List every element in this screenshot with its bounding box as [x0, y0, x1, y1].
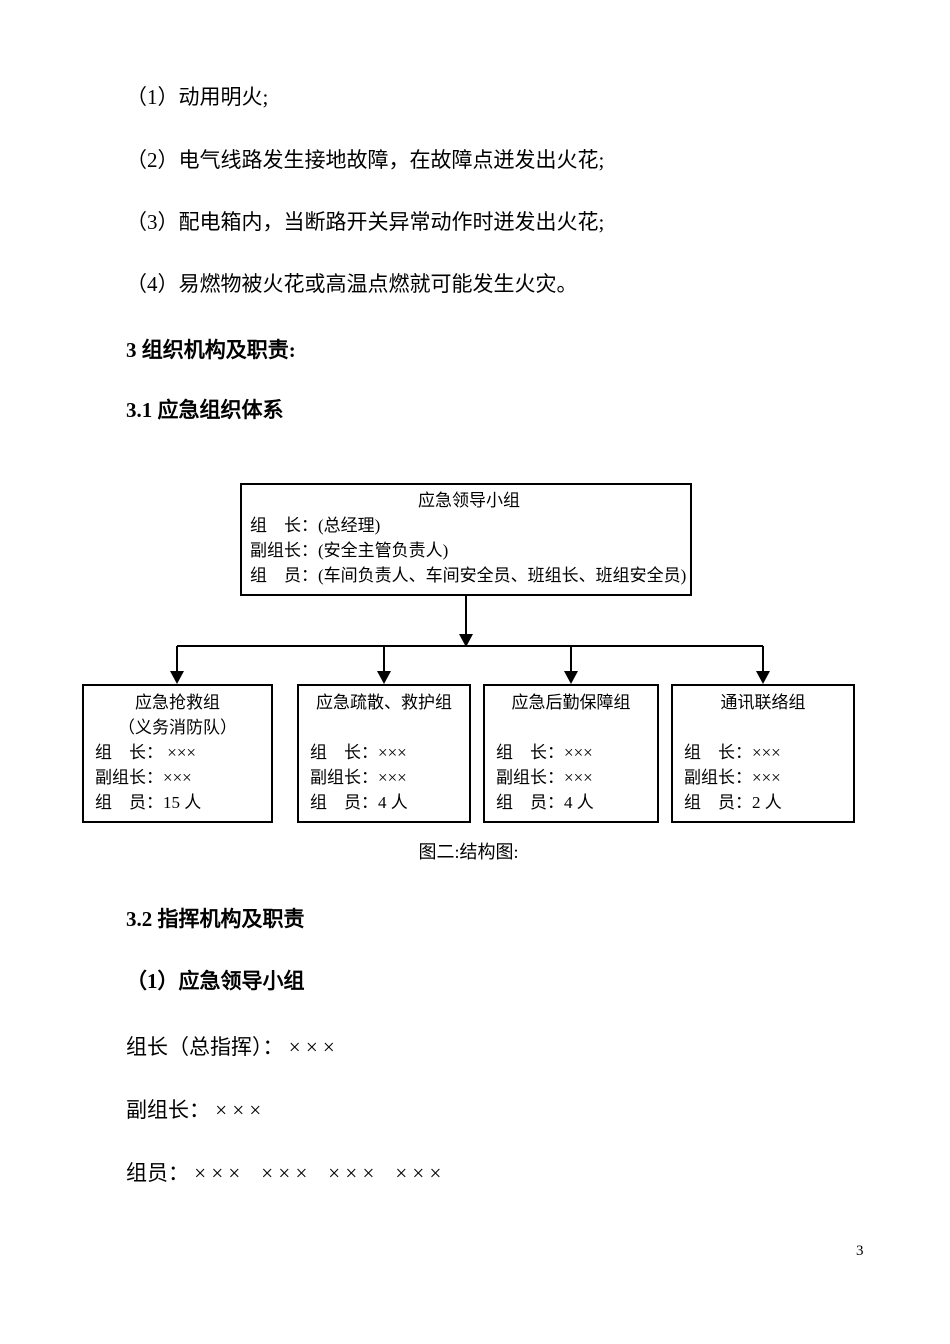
team-box-line-chief: 组 长： ×××	[95, 743, 197, 762]
team-box-subtitle	[485, 715, 657, 740]
list-item-4: （4）易燃物被火花或高温点燃就可能发生火灾。	[126, 272, 578, 296]
team-box-line-chief: 组 长：×××	[684, 743, 781, 762]
arrowhead-team-3	[564, 671, 578, 684]
team-box-title: 应急疏散、救护组	[316, 693, 452, 712]
team-box-line-chief: 组 长：×××	[496, 743, 593, 762]
team-box-line-members: 组 员：4 人	[496, 793, 594, 812]
leader-box-line-deputy: 副组长：(安全主管负责人)	[250, 541, 449, 560]
command-members-line: 组员： × × × × × × × × × × × ×	[126, 1161, 442, 1185]
page-number: 3	[856, 1243, 864, 1259]
arrowhead-team-4	[756, 671, 770, 684]
team-box-subtitle	[673, 715, 853, 740]
team-box-line-deputy: 副组长：×××	[496, 768, 593, 787]
team-box-line-deputy: 副组长：×××	[310, 768, 407, 787]
org-chart: 应急领导小组 组 长：(总经理) 副组长：(安全主管负责人) 组 员：(车间负责…	[0, 483, 950, 828]
team-box-line-chief: 组 长：×××	[310, 743, 407, 762]
org-chart-team-box-logistics: 应急后勤保障组 组 长：××× 副组长：××× 组 员：4 人	[483, 684, 659, 823]
leader-box-line-members: 组 员：(车间负责人、车间安全员、班组长、班组安全员)	[250, 566, 687, 585]
figure-caption: 图二:结构图:	[418, 842, 519, 862]
org-chart-leader-box: 应急领导小组 组 长：(总经理) 副组长：(安全主管负责人) 组 员：(车间负责…	[240, 483, 692, 596]
arrowhead-center	[459, 634, 473, 647]
list-item-2: （2）电气线路发生接地故障，在故障点迸发出火花;	[126, 148, 605, 172]
team-box-title: 通讯联络组	[720, 693, 806, 712]
command-leader-line: 组长（总指挥）： × × ×	[126, 1035, 335, 1059]
team-box-line-members: 组 员：4 人	[310, 793, 408, 812]
list-item-3: （3）配电箱内，当断路开关异常动作时迸发出火花;	[126, 210, 605, 234]
team-box-subtitle	[299, 715, 469, 740]
team-box-line-deputy: 副组长：×××	[684, 768, 781, 787]
org-chart-team-box-communication: 通讯联络组 组 长：××× 副组长：××× 组 员：2 人	[671, 684, 855, 823]
leader-box-title: 应急领导小组	[418, 491, 520, 510]
command-deputy-line: 副组长： × × ×	[126, 1098, 262, 1122]
section-heading-3: 3 组织机构及职责:	[126, 338, 296, 362]
team-box-subtitle: （义务消防队）	[118, 718, 237, 737]
section-heading-3-1: 3.1 应急组织体系	[126, 398, 284, 422]
team-box-line-deputy: 副组长：×××	[95, 768, 192, 787]
team-box-title: 应急抢救组	[135, 693, 220, 712]
team-box-title: 应急后勤保障组	[511, 693, 631, 712]
list-item-1: （1）动用明火;	[126, 85, 269, 109]
team-box-line-members: 组 员：2 人	[684, 793, 782, 812]
subheading-emergency-leading-group: （1）应急领导小组	[126, 969, 305, 993]
leader-box-line-chief: 组 长：(总经理)	[250, 516, 381, 535]
arrowhead-team-1	[170, 671, 184, 684]
arrowhead-team-2	[377, 671, 391, 684]
org-chart-team-box-rescue: 应急抢救组 （义务消防队） 组 长： ××× 副组长：××× 组 员：15 人	[82, 684, 273, 823]
team-box-line-members: 组 员：15 人	[95, 793, 202, 812]
org-chart-team-box-evacuation: 应急疏散、救护组 组 长：××× 副组长：××× 组 员：4 人	[297, 684, 471, 823]
section-heading-3-2: 3.2 指挥机构及职责	[126, 907, 305, 931]
org-chart-connectors	[170, 596, 770, 684]
